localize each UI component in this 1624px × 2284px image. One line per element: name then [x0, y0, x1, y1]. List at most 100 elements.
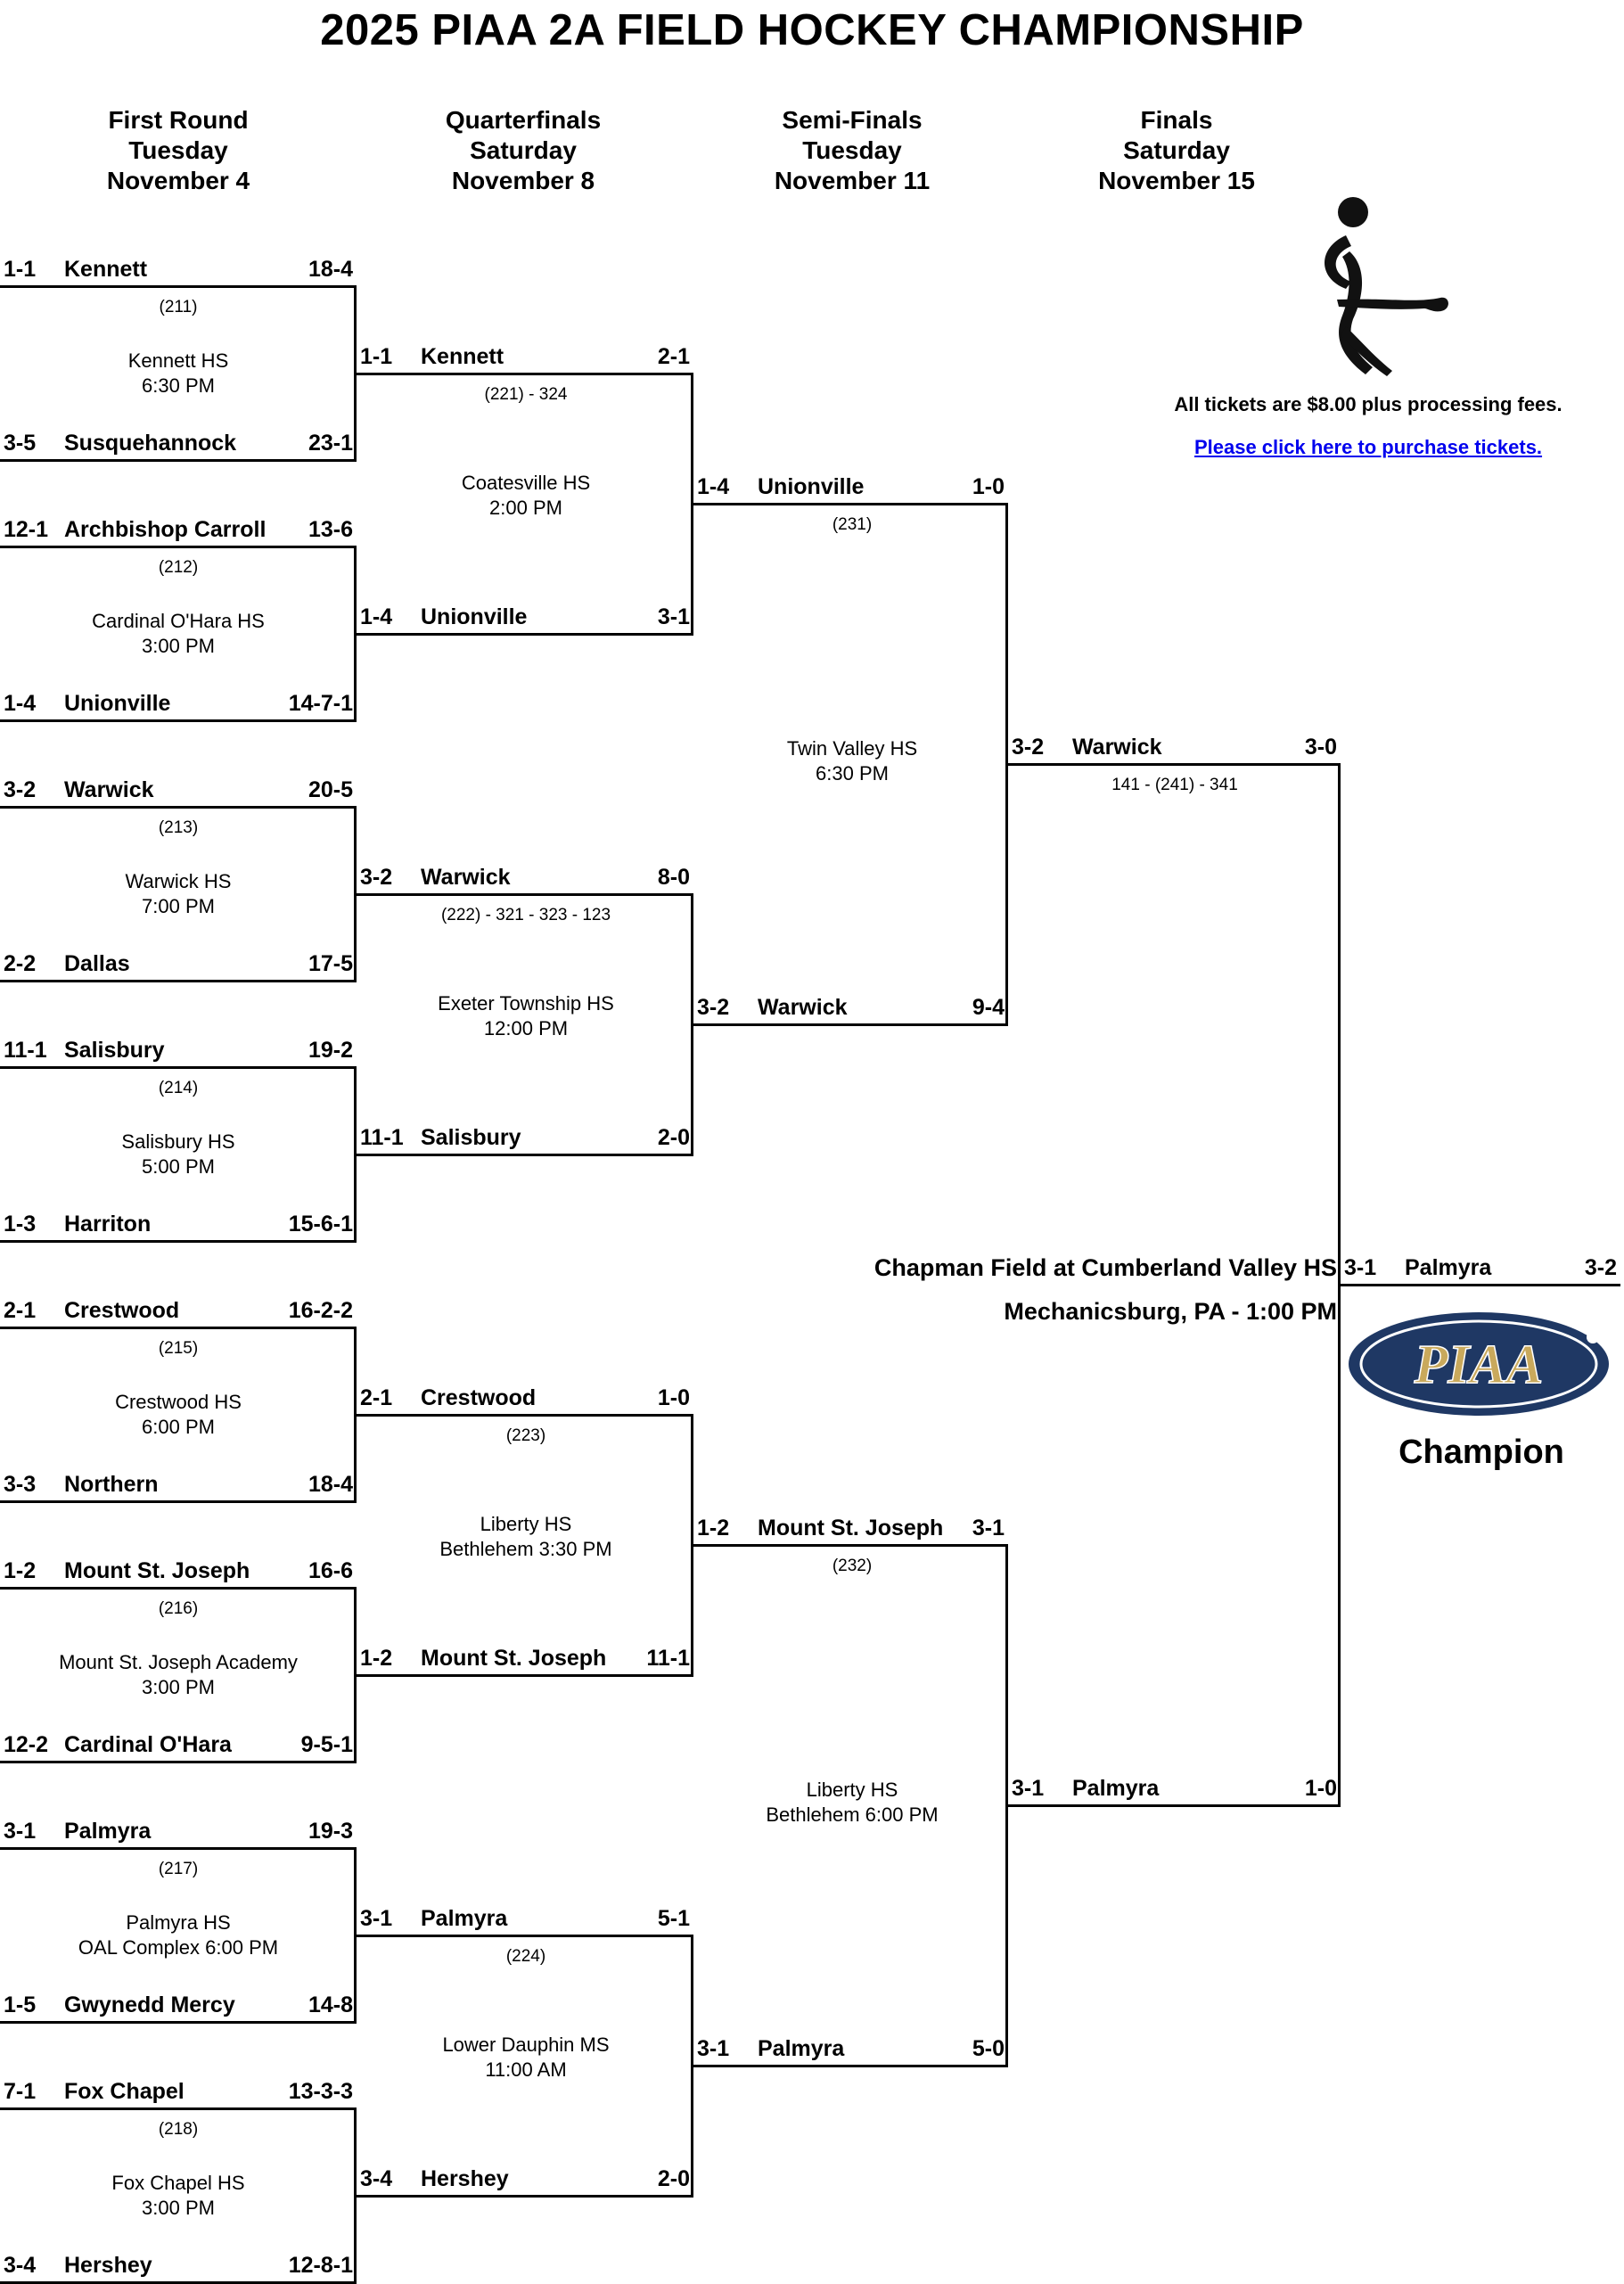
game-site: Cardinal O'Hara HS [92, 610, 265, 632]
game-score: 2-1 [657, 344, 690, 369]
game-time: 6:00 PM [142, 1416, 215, 1438]
seed: 3-2 [360, 865, 393, 890]
team-name: Palmyra [758, 2036, 845, 2061]
first-round-team-slot: 3-5 Susquehannock 23-1 [0, 427, 357, 462]
game-score: 3-0 [1304, 735, 1337, 760]
seed: 1-5 [4, 1992, 37, 2017]
game-site: Twin Valley HS [786, 737, 918, 760]
game-score: 8-0 [657, 865, 690, 890]
game-score: 11-1 [646, 1646, 690, 1671]
game-site: Salisbury HS [121, 1130, 235, 1153]
seed: 2-2 [4, 951, 37, 976]
final-game-number: 141 - (241) - 341 [1111, 776, 1238, 794]
team-record: 18-4 [308, 1472, 353, 1497]
seed: 1-2 [360, 1646, 393, 1671]
round-name: Semi-Finals [782, 106, 923, 134]
team-name: Hershey [64, 2253, 152, 2278]
team-name: Cardinal O'Hara [64, 1732, 232, 1757]
team-name: Harriton [64, 1212, 152, 1236]
game-score: 9-4 [972, 995, 1005, 1020]
bracket-connector [354, 2107, 357, 2284]
team-name: Unionville [64, 691, 171, 716]
seed: 3-5 [4, 431, 37, 456]
team-record: 19-2 [308, 1038, 353, 1063]
seed: 12-1 [4, 517, 49, 542]
game-time: 6:30 PM [816, 762, 889, 785]
team-name: Susquehannock [64, 431, 237, 456]
game-site: Palmyra HS [126, 1911, 231, 1934]
team-name: Palmyra [64, 1819, 152, 1844]
team-name: Salisbury [421, 1125, 521, 1150]
venue-location-time: Mechanicsburg, PA - 1:00 PM [1004, 1298, 1337, 1325]
round-date: November 11 [774, 167, 931, 194]
game-number: (221) - 324 [484, 385, 568, 404]
game-time: 3:00 PM [142, 635, 215, 657]
team-record: 18-4 [308, 257, 353, 282]
bracket-connector [354, 1066, 357, 1243]
team-name: Hershey [421, 2166, 509, 2191]
game-score: 5-0 [972, 2036, 1005, 2061]
game-score: 3-1 [972, 1516, 1005, 1540]
purchase-tickets-link[interactable]: Please click here to purchase tickets. [1193, 436, 1543, 458]
game-number: (232) [832, 1557, 873, 1575]
game-number: (217) [158, 1860, 199, 1878]
seed: 1-4 [4, 691, 37, 716]
team-record: 13-6 [308, 517, 353, 542]
team-name: Unionville [758, 474, 865, 499]
first-round-team-slot: 12-1 Archbishop Carroll 13-6 [0, 513, 357, 548]
game-time: 6:30 PM [142, 374, 215, 397]
round-header-first: First Round Tuesday November 4 [36, 105, 321, 196]
bracket-connector [1005, 503, 1008, 1026]
team-record: 23-1 [308, 431, 353, 456]
round-name: Finals [1140, 106, 1213, 134]
round-day: Tuesday [802, 136, 902, 164]
bracket-connector [691, 1414, 693, 1677]
bracket-connector [354, 806, 357, 982]
team-record: 17-5 [308, 951, 353, 976]
game-time: 3:00 PM [142, 2197, 215, 2219]
bracket-connector [1338, 763, 1341, 1807]
team-name: Mount St. Joseph [421, 1646, 607, 1671]
game-score: 1-0 [1304, 1776, 1337, 1801]
seed: 11-1 [360, 1125, 404, 1150]
team-record: 13-3-3 [288, 2079, 353, 2104]
seed: 3-2 [1012, 735, 1045, 760]
bracket-connector [1005, 1544, 1008, 2067]
team-name: Palmyra [421, 1906, 508, 1931]
game-site: Exeter Township HS [438, 992, 614, 1015]
seed: 1-4 [360, 604, 393, 629]
round-day: Tuesday [128, 136, 228, 164]
team-name: Archbishop Carroll [64, 517, 267, 542]
bracket-connector [691, 893, 693, 1156]
seed: 3-4 [360, 2166, 393, 2191]
team-record: 16-2-2 [288, 1298, 353, 1323]
game-site: Fox Chapel HS [111, 2172, 245, 2194]
game-number: (216) [158, 1599, 199, 1618]
seed: 7-1 [4, 2079, 37, 2104]
seed: 2-1 [360, 1385, 393, 1410]
team-record: 16-6 [308, 1558, 353, 1583]
team-name: Unionville [421, 604, 528, 629]
game-number: (224) [505, 1947, 546, 1966]
game-site: Coatesville HS [461, 472, 591, 494]
bracket-connector [691, 1935, 693, 2198]
game-score: 3-1 [657, 604, 690, 629]
game-number: (223) [505, 1426, 546, 1445]
game-number: (231) [832, 515, 873, 534]
team-name: Kennett [64, 257, 148, 282]
seed: 3-1 [697, 2036, 730, 2061]
